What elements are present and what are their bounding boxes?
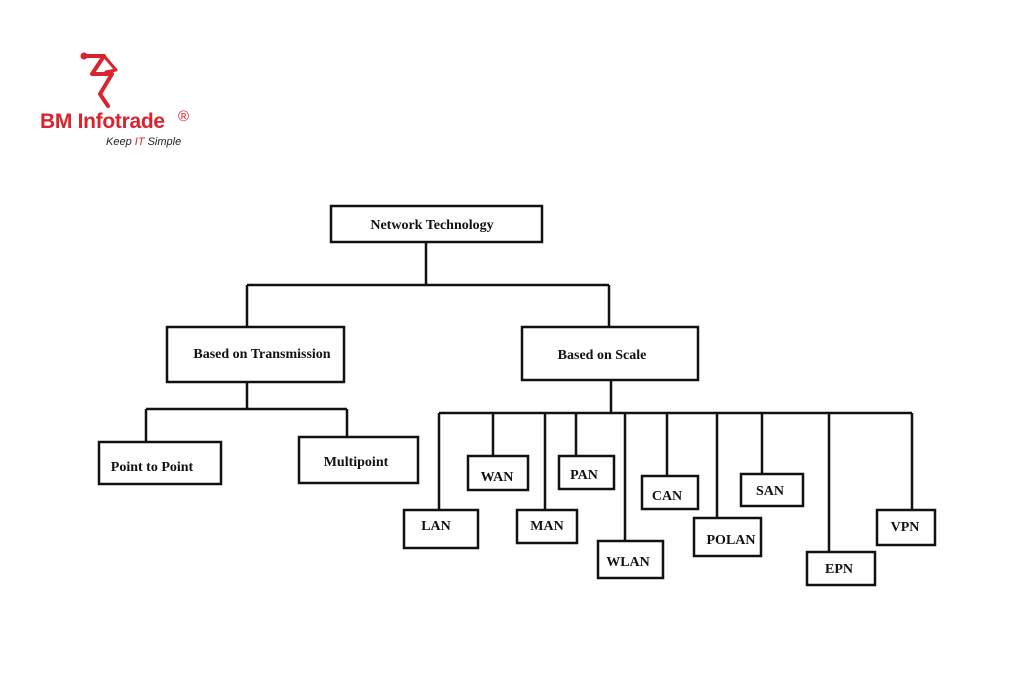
node-root: Network Technology [329,204,544,244]
connector-transmission [144,382,349,442]
diagram-connectors [144,242,914,552]
node-point-to-point: Point to Point [97,440,223,486]
node-epn: EPN [805,550,877,587]
point-to-point-label: Point to Point [111,460,194,475]
connector-scale [437,380,914,552]
vpn-label: VPN [891,520,920,535]
pan-label: PAN [570,468,598,483]
transmission-label: Based on Transmission [193,347,330,362]
node-san: SAN [739,472,805,508]
multipoint-label: Multipoint [324,455,389,470]
tagline-highlight: IT [134,136,145,148]
san-label: SAN [756,484,784,499]
lan-label: LAN [421,519,451,534]
node-man: MAN [515,508,579,545]
node-based-on-transmission: Based on Transmission [165,325,346,384]
brand-name: BM Infotrade [40,110,165,133]
man-label: MAN [530,519,563,534]
bm-logo-icon [80,52,118,108]
node-wan: WAN [466,454,530,492]
node-vpn: VPN [875,508,937,547]
node-based-on-scale: Based on Scale [520,325,700,382]
node-polan: POLAN [692,516,763,558]
brand-logo: BM Infotrade ® Keep IT Simple [36,50,206,160]
polan-label: POLAN [707,533,756,548]
wlan-label: WLAN [606,555,650,570]
wan-label: WAN [481,470,514,485]
root-label: Network Technology [370,218,493,233]
brand-tagline: Keep IT Simple [106,136,181,148]
can-label: CAN [652,489,682,504]
tagline-start: Keep [106,136,135,148]
epn-label: EPN [825,562,853,577]
registered-mark: ® [178,108,190,125]
connector-root [245,242,611,327]
node-wlan: WLAN [596,539,665,580]
tagline-end: Simple [144,136,182,148]
node-lan: LAN [402,508,480,550]
node-can: CAN [640,474,700,511]
node-multipoint: Multipoint [297,435,420,485]
scale-label: Based on Scale [558,348,647,363]
node-pan: PAN [557,454,616,491]
